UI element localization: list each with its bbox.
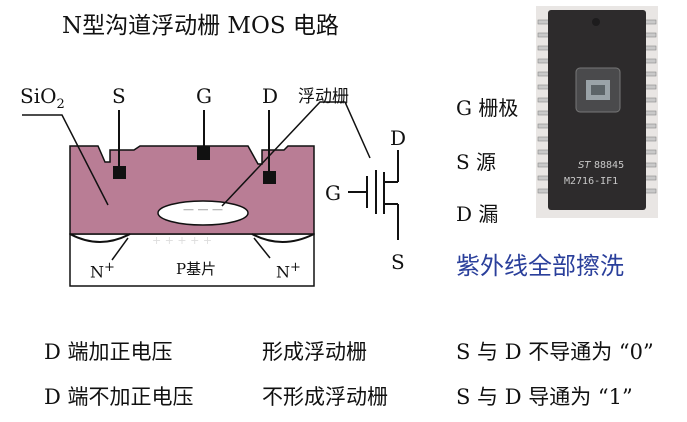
sio2-layer [69,145,315,235]
symbol-gate-label: G [325,181,341,205]
n-right-pointer [253,237,271,259]
p-substrate [69,233,315,287]
n-left-pointer [111,237,129,261]
svg-text:ST: ST [578,160,591,171]
floating-gate [157,200,249,226]
page-title: N型沟道浮动栅 MOS 电路 [62,13,339,39]
svg-text:M2716-IF1: M2716-IF1 [564,176,618,187]
gate-label: G [196,84,212,108]
row1-condition: D 端加正电压 [44,340,173,364]
svg-text:88845: 88845 [594,160,624,171]
row2-effect: 不形成浮动栅 [262,385,388,409]
drain-label: D [262,84,279,108]
legend-gate: G 栅极 [456,96,519,120]
n-plus-right-label: N+ [276,260,301,282]
symbol-drain-label: D [390,126,407,150]
floating-gate-label: 浮动栅 [298,87,349,107]
source-label: S [112,84,126,108]
plus-charges: + + + + + [152,234,213,247]
substrate-label: P基片 [176,260,217,278]
row1-result: S 与 D 不导通为 “0” [456,340,654,364]
legend-drain: D 漏 [456,202,499,226]
legend-source: S 源 [456,150,497,174]
row1-effect: 形成浮动栅 [262,340,367,364]
symbol-source-label: S [391,250,405,274]
sio2-label: SiO2 [20,84,65,112]
n-plus-left-label: N+ [90,260,115,282]
n-well-left [69,233,131,243]
fgmos-symbol [348,150,399,240]
drain-contact [263,171,276,184]
row2-condition: D 端不加正电压 [44,385,194,409]
gate-contact [197,146,210,160]
eprom-chip-image: ST 88845 M2716-IF1 [536,6,658,218]
uv-erase-text: 紫外线全部擦洗 [456,252,624,280]
floating-gate-pointer [221,101,371,207]
row2-result: S 与 D 导通为 “1” [456,385,633,409]
n-well-right [251,233,315,243]
source-contact [113,166,126,179]
sio2-pointer [22,114,109,206]
minus-charges: — — — [183,203,223,216]
